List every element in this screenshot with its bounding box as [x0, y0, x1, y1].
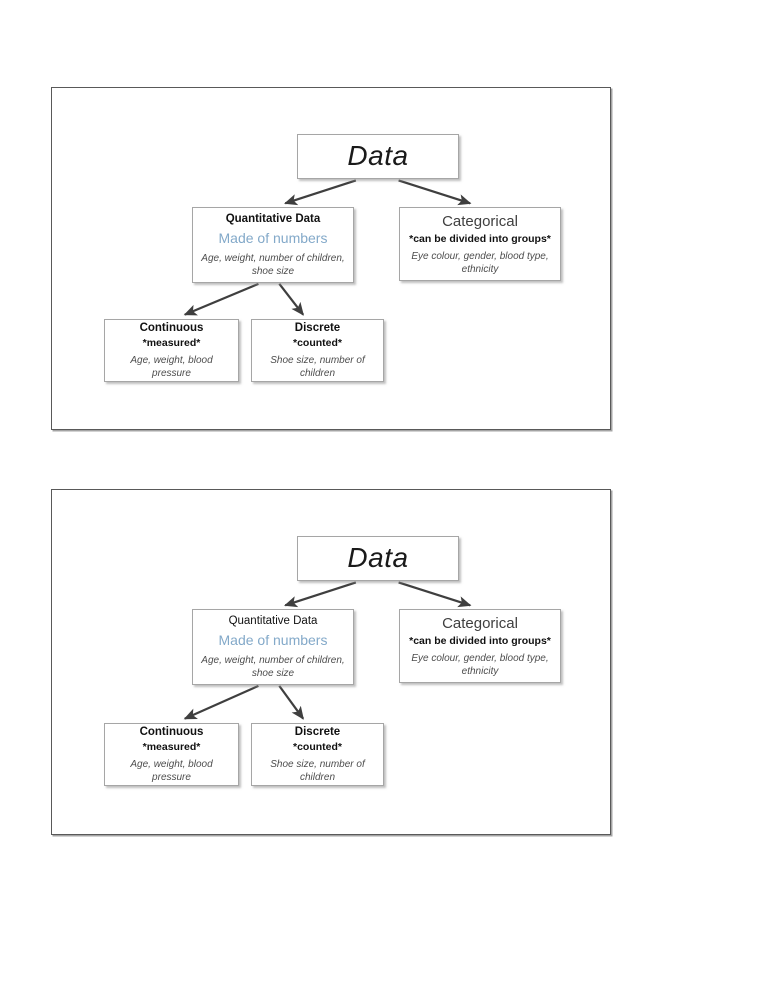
node-continuous[interactable]: Continuous *measured* Age, weight, blood…	[104, 319, 239, 382]
node-continuous-subtitle: *measured*	[142, 741, 201, 754]
node-quantitative-examples: Age, weight, number of children, shoe si…	[201, 252, 345, 277]
node-categorical-title: Categorical	[442, 615, 518, 633]
edge-data-to-categorical	[398, 581, 472, 608]
node-categorical-examples: Eye colour, gender, blood type, ethnicit…	[411, 652, 549, 677]
node-discrete-title: Discrete	[294, 725, 341, 738]
node-discrete-subtitle: *counted*	[292, 741, 342, 754]
edge-data-to-quantitative	[284, 581, 357, 608]
node-quantitative-subtitle: Made of numbers	[218, 631, 328, 648]
node-continuous-examples: Age, weight, blood pressure	[130, 759, 213, 784]
node-quantitative-title: Quantitative Data	[228, 615, 318, 628]
node-categorical-examples: Eye colour, gender, blood type, ethnicit…	[411, 250, 549, 275]
node-categorical-title: Categorical	[442, 213, 518, 231]
node-categorical-subtitle: *can be divided into groups*	[409, 634, 551, 647]
node-discrete-title: Discrete	[294, 321, 341, 334]
node-data-title: Data	[347, 542, 409, 574]
node-continuous-title: Continuous	[139, 725, 204, 738]
node-quantitative-examples: Age, weight, number of children, shoe si…	[201, 654, 345, 679]
edge-quantitative-to-continuous	[183, 684, 259, 720]
edge-quantitative-to-continuous	[183, 282, 259, 316]
node-data-title: Data	[347, 140, 409, 172]
node-continuous-title: Continuous	[139, 321, 204, 334]
diagram-panel-top: Data Quantitative Data Made of numbers A…	[51, 87, 611, 430]
data-types-diagram-top: Data Quantitative Data Made of numbers A…	[52, 88, 610, 429]
diagram-panel-bottom: Data Quantitative Data Made of numbers A…	[51, 489, 611, 835]
node-continuous-subtitle: *measured*	[142, 337, 201, 350]
node-categorical-subtitle: *can be divided into groups*	[409, 232, 551, 245]
node-discrete-examples: Shoe size, number of children	[270, 759, 365, 784]
edge-quantitative-to-discrete	[278, 685, 305, 720]
node-discrete[interactable]: Discrete *counted* Shoe size, number of …	[251, 319, 384, 382]
edge-data-to-quantitative	[284, 179, 357, 206]
edge-quantitative-to-discrete	[278, 283, 305, 316]
node-data[interactable]: Data	[297, 134, 459, 179]
node-quantitative-title: Quantitative Data	[225, 213, 321, 226]
edge-data-to-categorical	[398, 179, 472, 206]
node-continuous[interactable]: Continuous *measured* Age, weight, blood…	[104, 723, 239, 786]
data-types-diagram-bottom: Data Quantitative Data Made of numbers A…	[52, 490, 610, 834]
node-discrete[interactable]: Discrete *counted* Shoe size, number of …	[251, 723, 384, 786]
node-continuous-examples: Age, weight, blood pressure	[130, 355, 213, 380]
node-discrete-subtitle: *counted*	[292, 337, 342, 350]
node-categorical[interactable]: Categorical *can be divided into groups*…	[399, 609, 561, 683]
node-data[interactable]: Data	[297, 536, 459, 581]
node-categorical[interactable]: Categorical *can be divided into groups*…	[399, 207, 561, 281]
node-quantitative-data[interactable]: Quantitative Data Made of numbers Age, w…	[192, 207, 354, 283]
node-quantitative-data[interactable]: Quantitative Data Made of numbers Age, w…	[192, 609, 354, 685]
node-quantitative-subtitle: Made of numbers	[218, 229, 328, 246]
node-discrete-examples: Shoe size, number of children	[270, 355, 365, 380]
